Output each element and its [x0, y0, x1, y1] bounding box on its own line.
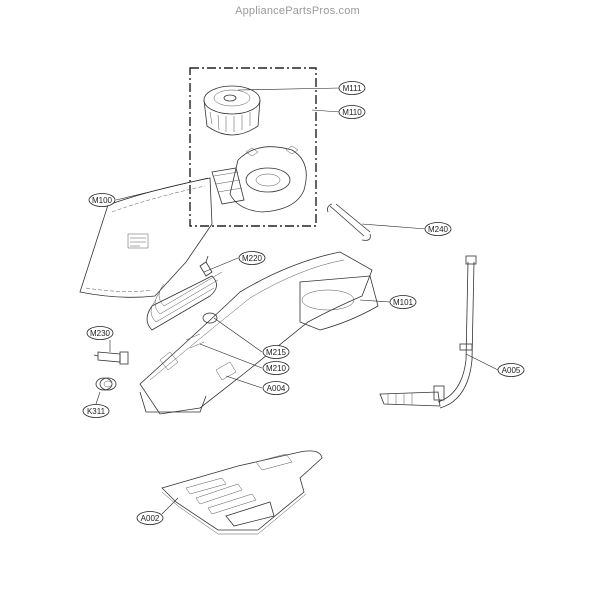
callout-label: M220 — [242, 254, 263, 263]
callout-M230: M230 — [86, 326, 114, 340]
leader-lines — [95, 87, 499, 515]
callout-label: M230 — [90, 329, 111, 338]
callout-label: K311 — [87, 407, 106, 416]
grommet-part — [95, 377, 117, 391]
callout-label: A002 — [141, 514, 160, 523]
spring-clip-part — [327, 203, 371, 241]
fan-housing-part — [211, 145, 307, 213]
callout-label: M111 — [343, 84, 362, 93]
callout-M215: M215 — [262, 345, 290, 359]
hose-assembly-part — [379, 255, 477, 409]
callout-M100: M100 — [88, 193, 116, 207]
callout-label: A004 — [267, 384, 286, 393]
callout-A002: A002 — [136, 511, 164, 525]
callout-label: M100 — [92, 196, 113, 205]
watermark: AppliancePartsPros.com — [235, 5, 360, 17]
callout-M111: M111 — [338, 81, 366, 95]
callout-M210: M210 — [262, 361, 290, 375]
callout-label: M110 — [342, 108, 362, 117]
callout-label: M210 — [266, 364, 287, 373]
fan-cover-part — [203, 85, 261, 136]
callout-M110: M110 — [338, 105, 366, 119]
callout-A005: A005 — [497, 363, 525, 377]
callout-M220: M220 — [238, 251, 266, 265]
temperature-sensor-part — [93, 351, 129, 365]
heater-housing-part — [139, 251, 379, 415]
assembly-boundary — [189, 67, 317, 227]
callout-label: M215 — [266, 348, 287, 357]
callout-K311: K311 — [82, 404, 110, 418]
callout-M240: M240 — [424, 222, 452, 236]
callout-M101: M101 — [389, 295, 417, 309]
callout-label: M240 — [428, 225, 449, 234]
heater-coil-part — [146, 255, 223, 331]
callout-A004: A004 — [262, 381, 290, 395]
base-cover-part — [161, 450, 323, 535]
callout-label: A005 — [502, 366, 521, 375]
callout-label: M101 — [393, 298, 414, 307]
